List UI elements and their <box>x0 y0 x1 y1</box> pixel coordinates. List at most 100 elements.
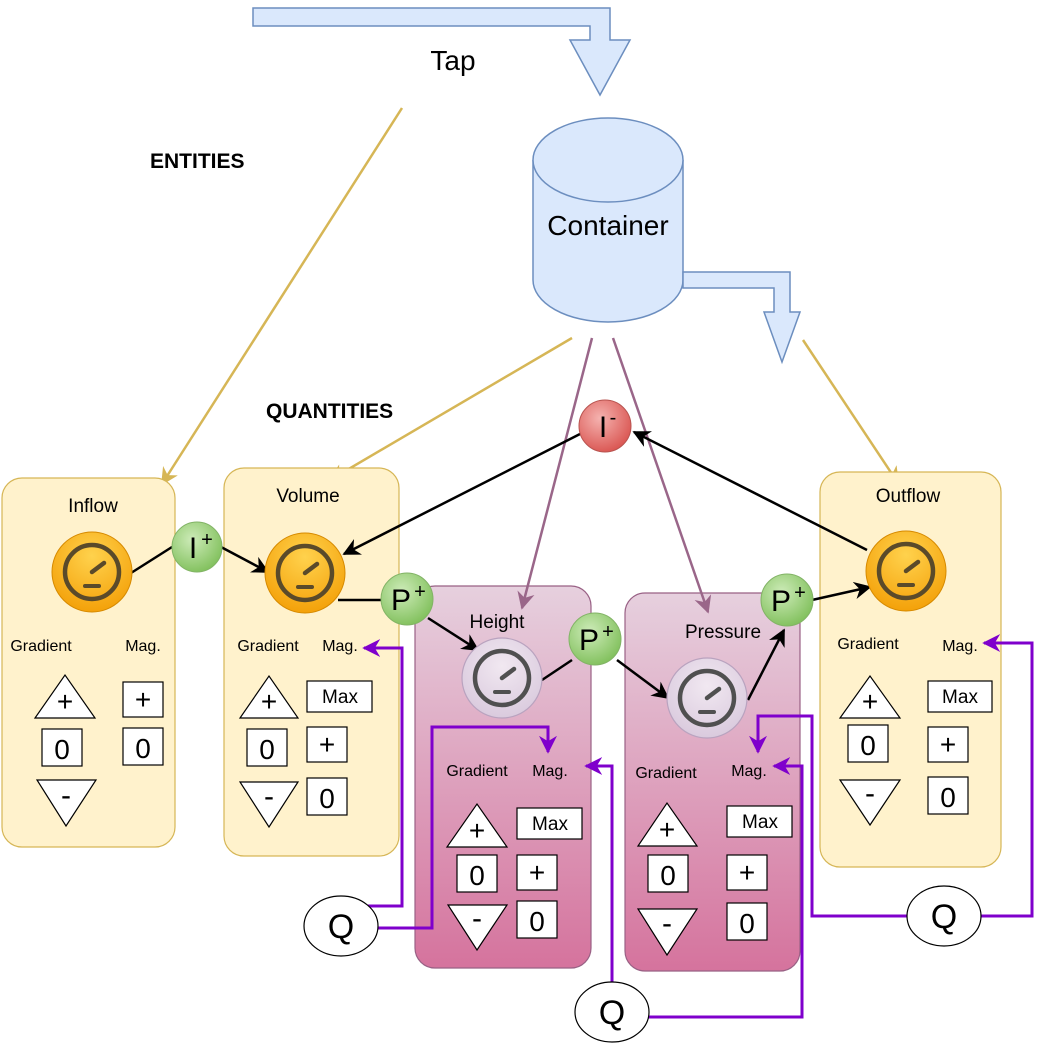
svg-text:+: + <box>862 686 878 717</box>
svg-text:+: + <box>261 686 277 717</box>
container-to-volume-line <box>328 336 573 482</box>
volume-mag-plus: + <box>319 729 335 760</box>
pressure-gradient-label: Gradient <box>635 765 697 782</box>
pplus-to-outflow-arrow <box>811 581 872 602</box>
height-gradient-value: 0 <box>469 860 485 891</box>
container-to-height-line <box>517 337 594 610</box>
svg-text:+: + <box>57 686 73 717</box>
volume-mag-max-box[interactable] <box>306 680 373 713</box>
pressure-title: Pressure <box>685 622 761 643</box>
svg-text:+: + <box>659 814 675 845</box>
volume-gradient-value: 0 <box>259 734 275 765</box>
pressure-gauge-icon <box>666 657 748 739</box>
svg-text:Q: Q <box>599 994 625 1032</box>
outflow-mag-value: 0 <box>940 782 956 813</box>
outflow-flow-arrow <box>682 271 802 365</box>
inflow-gauge-icon <box>51 531 133 613</box>
pressure-mag-max-box[interactable] <box>726 805 793 838</box>
outflow-mag-label: Mag. <box>942 638 978 655</box>
pressure-gradient-value: 0 <box>660 860 676 891</box>
height-mag-value-box <box>516 900 558 939</box>
p-plus-node-pressure-outflow: P + <box>760 573 814 627</box>
inflow-mag-value: 0 <box>135 733 151 764</box>
svg-text:Q: Q <box>328 908 354 946</box>
outflow-gradient-label: Gradient <box>837 636 899 653</box>
outflow-arrow-to-outflow-line <box>801 339 900 485</box>
p-plus-node-height-pressure: P + <box>568 612 622 666</box>
tap-to-inflow-line <box>160 107 404 486</box>
inflow-gradient-value: 0 <box>54 734 70 765</box>
height-title: Height <box>470 612 526 633</box>
height-gradient-up-button[interactable]: + <box>445 802 509 848</box>
height-mag-plus-box[interactable] <box>516 854 558 891</box>
pressure-mag-label: Mag. <box>731 763 767 780</box>
volume-gradient-down-button[interactable]: - <box>238 780 300 829</box>
volume-mag-plus-box[interactable] <box>306 726 348 763</box>
svg-text:-: - <box>662 907 672 940</box>
pplus-to-pressure-arrow <box>616 658 670 700</box>
pressure-gradient-up-button[interactable]: + <box>636 801 699 847</box>
outflow-title: Outflow <box>876 486 941 507</box>
height-gradient-value-box <box>456 854 498 893</box>
inflow-gradient-down-button[interactable]: - <box>35 779 98 828</box>
svg-text:+: + <box>201 529 213 551</box>
inflow-mag-plus-box[interactable] <box>122 681 164 718</box>
iplus-to-volume-arrow <box>220 545 270 574</box>
outflow-gradient-value-box <box>847 724 889 763</box>
volume-mag-value: 0 <box>319 783 335 814</box>
q-node-bottom[interactable]: Q <box>574 981 650 1043</box>
outflow-gradient-up-button[interactable]: + <box>838 674 902 719</box>
q-node-left[interactable]: Q <box>303 895 379 957</box>
height-mag-label: Mag. <box>532 763 568 780</box>
volume-gauge-icon <box>264 532 346 614</box>
outflow-mag-plus-box[interactable] <box>927 726 969 763</box>
svg-text:-: - <box>865 777 875 810</box>
quantities-label: QUANTITIES <box>266 400 393 423</box>
height-mag-plus: + <box>529 857 545 888</box>
outflow-card <box>819 471 1002 868</box>
q-node-right[interactable]: Q <box>906 885 982 947</box>
volume-gradient-up-button[interactable]: + <box>238 674 300 719</box>
pressure-mag-value-box <box>726 902 768 941</box>
outflow-mag-value-box <box>927 776 969 815</box>
svg-text:P: P <box>391 584 411 617</box>
inflow-mag-label: Mag. <box>125 638 161 655</box>
inflow-mag-plus: + <box>135 684 151 715</box>
outflow-gradient-down-button[interactable]: - <box>838 777 902 827</box>
outflow-mag-max-box[interactable] <box>927 680 993 713</box>
volume-mag-label: Mag. <box>322 638 358 655</box>
pressure-mag-plus-box[interactable] <box>726 854 768 891</box>
svg-text:+: + <box>602 621 614 643</box>
height-mag-value: 0 <box>529 906 545 937</box>
q-left-to-height-mag-connector <box>378 725 557 930</box>
tap-label: Tap <box>430 45 475 76</box>
volume-gradient-value-box <box>246 728 288 767</box>
inflow-gradient-value-box <box>41 728 83 767</box>
container-label: Container <box>547 210 668 241</box>
height-mag-max-box[interactable] <box>516 807 583 840</box>
q-bottom-to-pressure-mag-connector <box>648 757 804 1019</box>
svg-text:+: + <box>414 581 426 603</box>
svg-text:+: + <box>469 815 485 846</box>
volume-mag-value-box <box>306 777 348 816</box>
svg-text:P: P <box>579 624 599 657</box>
outflow-mag-plus: + <box>940 729 956 760</box>
svg-text:-: - <box>264 780 274 813</box>
inflow-to-iplus-arrow <box>130 545 173 575</box>
container-to-pressure-line <box>611 337 712 614</box>
volume-mag-max: Max <box>322 687 358 708</box>
outflow-gradient-value: 0 <box>860 730 876 761</box>
pressure-gradient-down-button[interactable]: - <box>636 907 699 957</box>
svg-text:Q: Q <box>931 898 957 936</box>
outflow-to-iminus-arrow <box>632 430 868 552</box>
inflow-gradient-up-button[interactable]: + <box>33 673 97 719</box>
pressure-gradient-value-box <box>647 854 689 893</box>
height-gradient-down-button[interactable]: - <box>446 902 509 952</box>
iminus-to-volume-arrow <box>342 432 581 556</box>
q-right-to-pressure-mag-connector <box>749 714 908 918</box>
pressure-mag-plus: + <box>739 857 755 888</box>
q-bottom-to-height-mag-connector <box>584 757 614 983</box>
entities-label: ENTITIES <box>150 150 245 173</box>
svg-text:-: - <box>472 902 482 935</box>
